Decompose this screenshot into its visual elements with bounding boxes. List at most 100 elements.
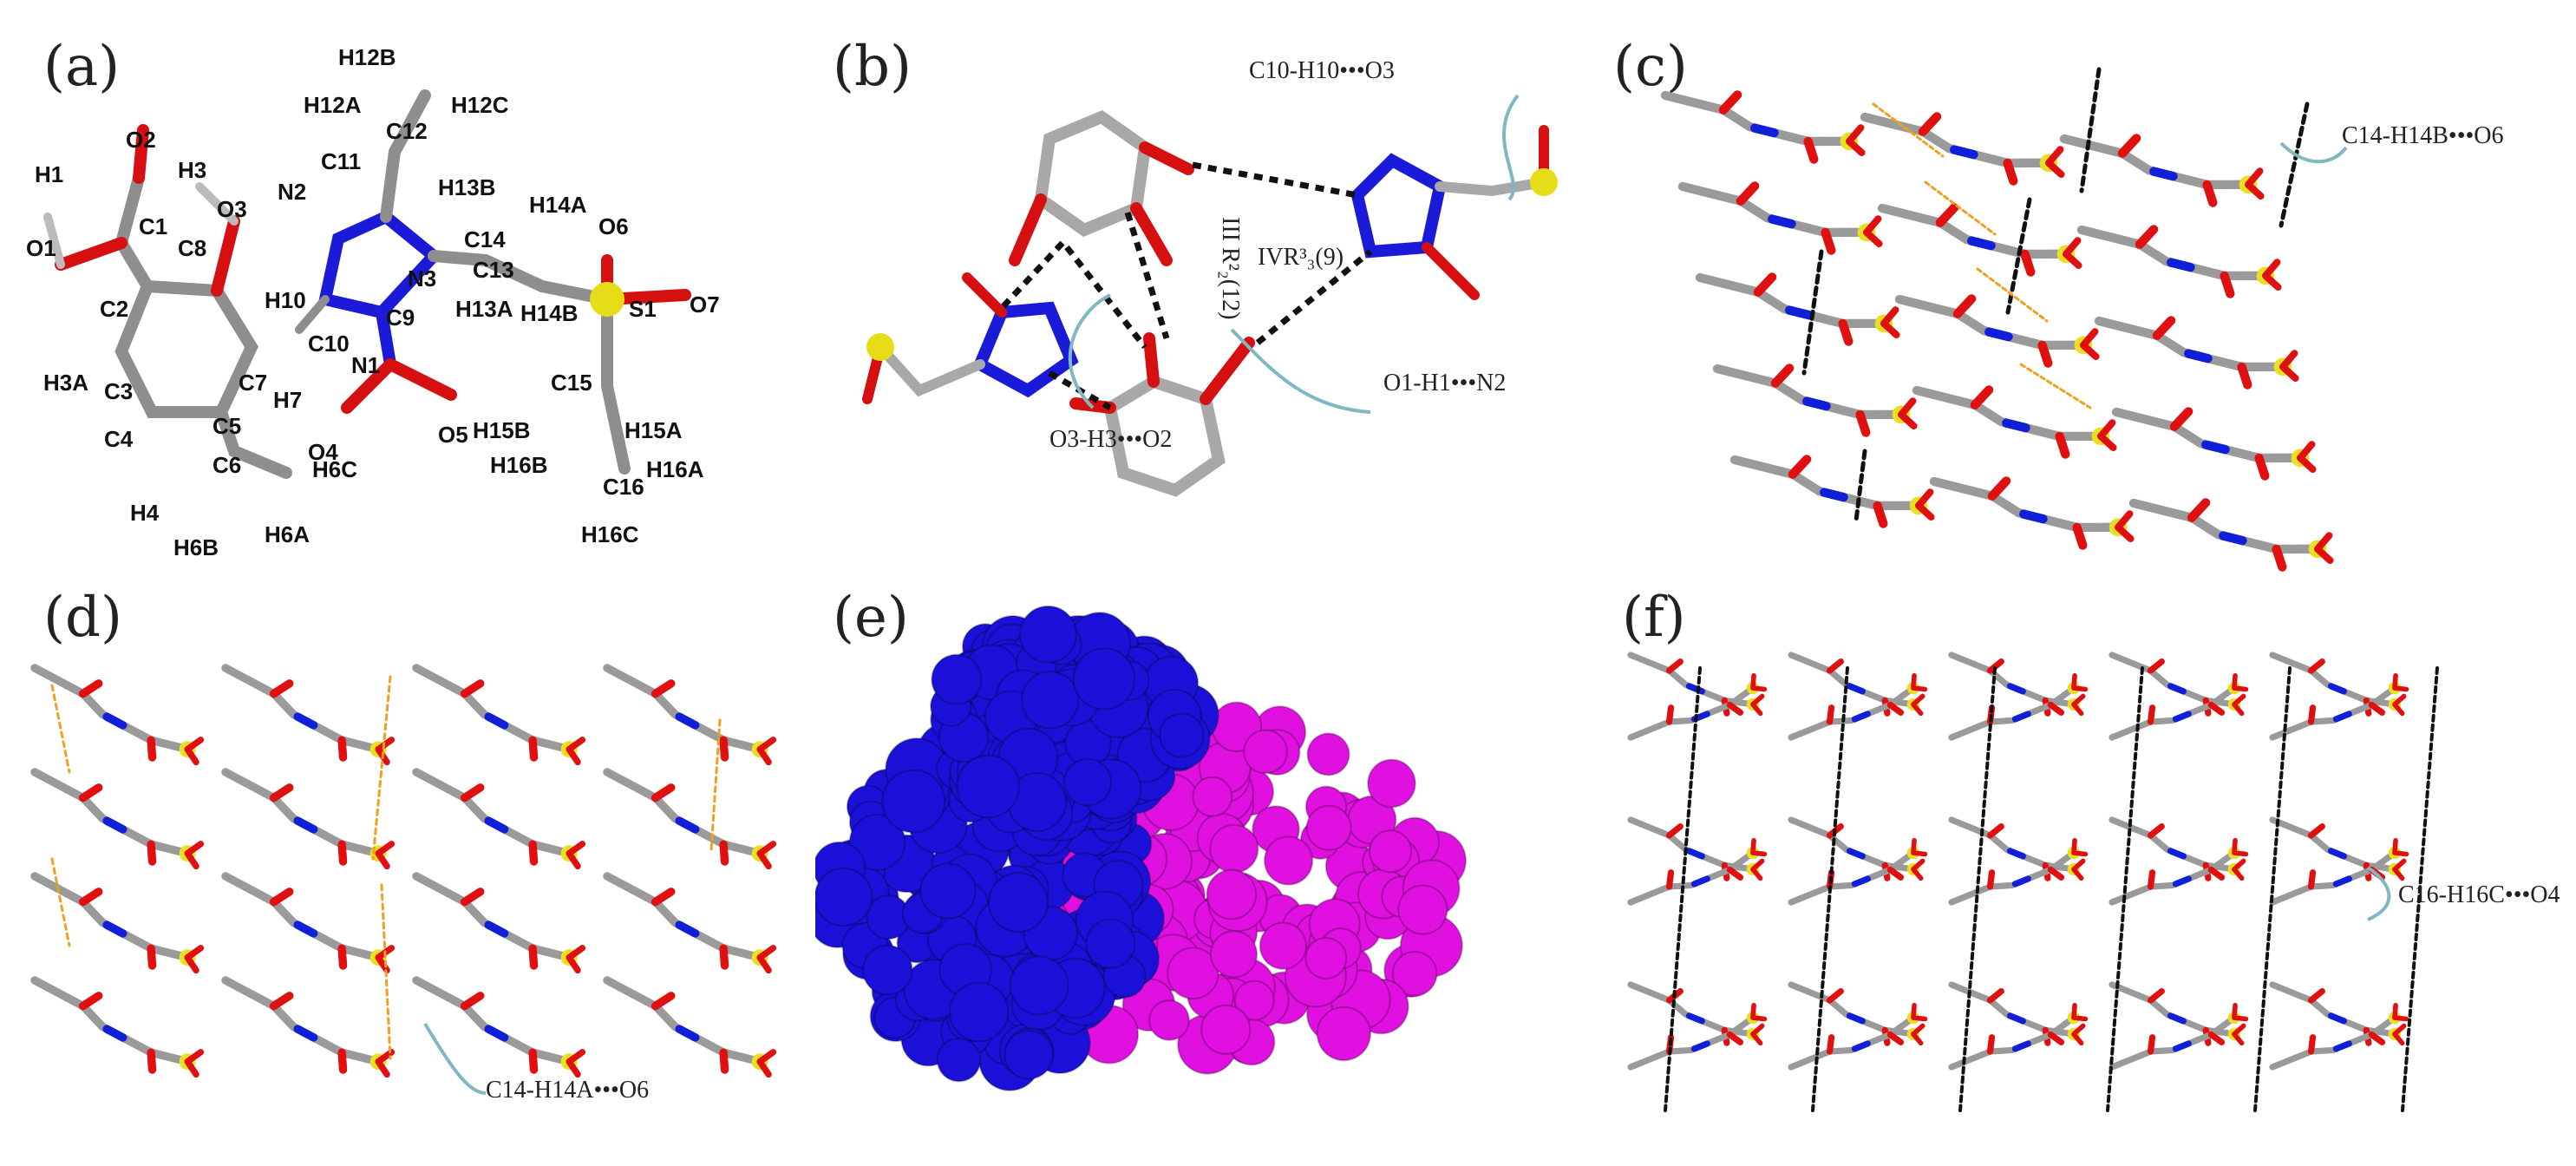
atom-label: C16 <box>603 474 644 500</box>
annotation-arrows <box>1068 94 1520 414</box>
molecule <box>2269 1002 2409 1071</box>
molecule <box>1627 837 1768 906</box>
molecule <box>1948 672 2089 741</box>
molecule <box>1677 181 1883 255</box>
note-c14-h14b-o6: C14-H14B•••O6 <box>2342 122 2504 149</box>
atom-label: O6 <box>598 213 629 239</box>
packing-diagram-c: C14-H14B•••O6 <box>1660 67 2504 572</box>
bond <box>875 342 985 397</box>
molecule <box>1948 816 2086 881</box>
space-filling-diagram <box>815 605 1467 1091</box>
molecule <box>2109 981 2246 1046</box>
panel-e: (e) <box>815 573 1613 1166</box>
atom-label: C1 <box>139 213 167 239</box>
molecule <box>1788 816 1925 881</box>
note-ring-iv: IVR³₃(9) <box>1258 244 1344 271</box>
atom-label: H13B <box>438 174 495 200</box>
bond <box>1435 177 1549 197</box>
atom-label: H12C <box>451 92 509 118</box>
atom-label: H3A <box>43 370 88 396</box>
bond <box>317 209 443 319</box>
molecule <box>221 664 396 766</box>
bond <box>55 237 127 271</box>
note-c16-h16c-o4: C16-H16C•••O4 <box>2398 881 2560 908</box>
molecule <box>1788 652 1925 717</box>
atom-label: C10 <box>308 331 350 357</box>
molecule <box>221 872 396 974</box>
molecule <box>1788 837 1928 906</box>
atom-label: N2 <box>278 179 306 205</box>
molecule <box>2269 816 2407 881</box>
atom-label: C7 <box>239 370 267 396</box>
sulfur-atom <box>590 282 624 317</box>
note-o3-h3-o2: O3-H3•••O2 <box>1049 426 1172 453</box>
panel-label-a: (a) <box>43 35 121 99</box>
atom-label: C5 <box>212 413 241 439</box>
bond <box>962 272 1007 318</box>
stacked-layers <box>1660 67 2334 572</box>
atom-label: H14B <box>520 300 578 326</box>
atom-label: C6 <box>212 452 241 478</box>
atom-label: O2 <box>126 127 156 153</box>
atom-label: H14A <box>529 192 587 218</box>
bond <box>114 279 258 418</box>
molecule <box>30 768 205 870</box>
atom-label: H16B <box>490 452 547 478</box>
molecule <box>1627 1002 1768 1071</box>
atom-label: C3 <box>104 378 133 404</box>
molecule <box>1627 652 1765 717</box>
molecule <box>2109 672 2249 741</box>
molecule <box>1695 272 1900 346</box>
molecule <box>1788 672 1928 741</box>
note-c14-h14a-o6: C14-H14A•••O6 <box>486 1077 649 1104</box>
panel-b: (b) <box>815 0 1613 573</box>
bond <box>380 89 431 223</box>
molecule <box>1788 981 1925 1046</box>
bond <box>1009 193 1047 266</box>
molecule <box>2109 1002 2249 1071</box>
molecule <box>1729 455 1935 528</box>
network-layers <box>1627 652 2439 1112</box>
atom-label: N3 <box>408 265 436 292</box>
bond <box>295 295 330 334</box>
molecule <box>221 976 396 1078</box>
molecule <box>2076 225 2282 298</box>
molecule <box>1929 476 2135 550</box>
molecule <box>1860 112 2065 186</box>
molecule <box>412 872 586 974</box>
atom-label: C13 <box>473 257 514 283</box>
diagonal-layers <box>30 664 777 1078</box>
panel-label-d: (d) <box>43 586 122 650</box>
bond <box>384 358 457 401</box>
annotation-arrow <box>2366 866 2391 921</box>
note-c10-h10-o3: C10-H10•••O3 <box>1249 57 1395 84</box>
annotation-arrow <box>2279 141 2348 164</box>
molecule <box>1912 385 2117 459</box>
molecule <box>2128 498 2334 572</box>
atom-label: H16A <box>646 456 704 482</box>
panel-d: (d) C14-H14A•••O6 <box>0 573 815 1166</box>
atom-label: H13A <box>455 296 513 322</box>
molecule <box>2269 837 2409 906</box>
atom-label: H4 <box>130 500 160 526</box>
atom-label: C2 <box>100 296 128 322</box>
bond <box>133 124 149 184</box>
atom-label: H6A <box>265 521 310 547</box>
panel-label-f: (f) <box>1622 586 1686 650</box>
atom-label: C11 <box>321 148 361 174</box>
molecule <box>30 976 205 1078</box>
bond <box>341 358 396 414</box>
atom-label: H6B <box>173 534 219 560</box>
note-o1-h1-n2: O1-H1•••N2 <box>1383 370 1506 396</box>
molecule <box>412 664 586 766</box>
sulfur-atom <box>1530 168 1558 196</box>
molecule <box>2109 837 2249 906</box>
molecule <box>412 976 586 1078</box>
molecule <box>603 664 777 766</box>
molecule <box>603 976 777 1078</box>
molecule <box>2269 672 2409 741</box>
atom-label: N1 <box>351 352 380 378</box>
bond <box>1143 332 1160 388</box>
